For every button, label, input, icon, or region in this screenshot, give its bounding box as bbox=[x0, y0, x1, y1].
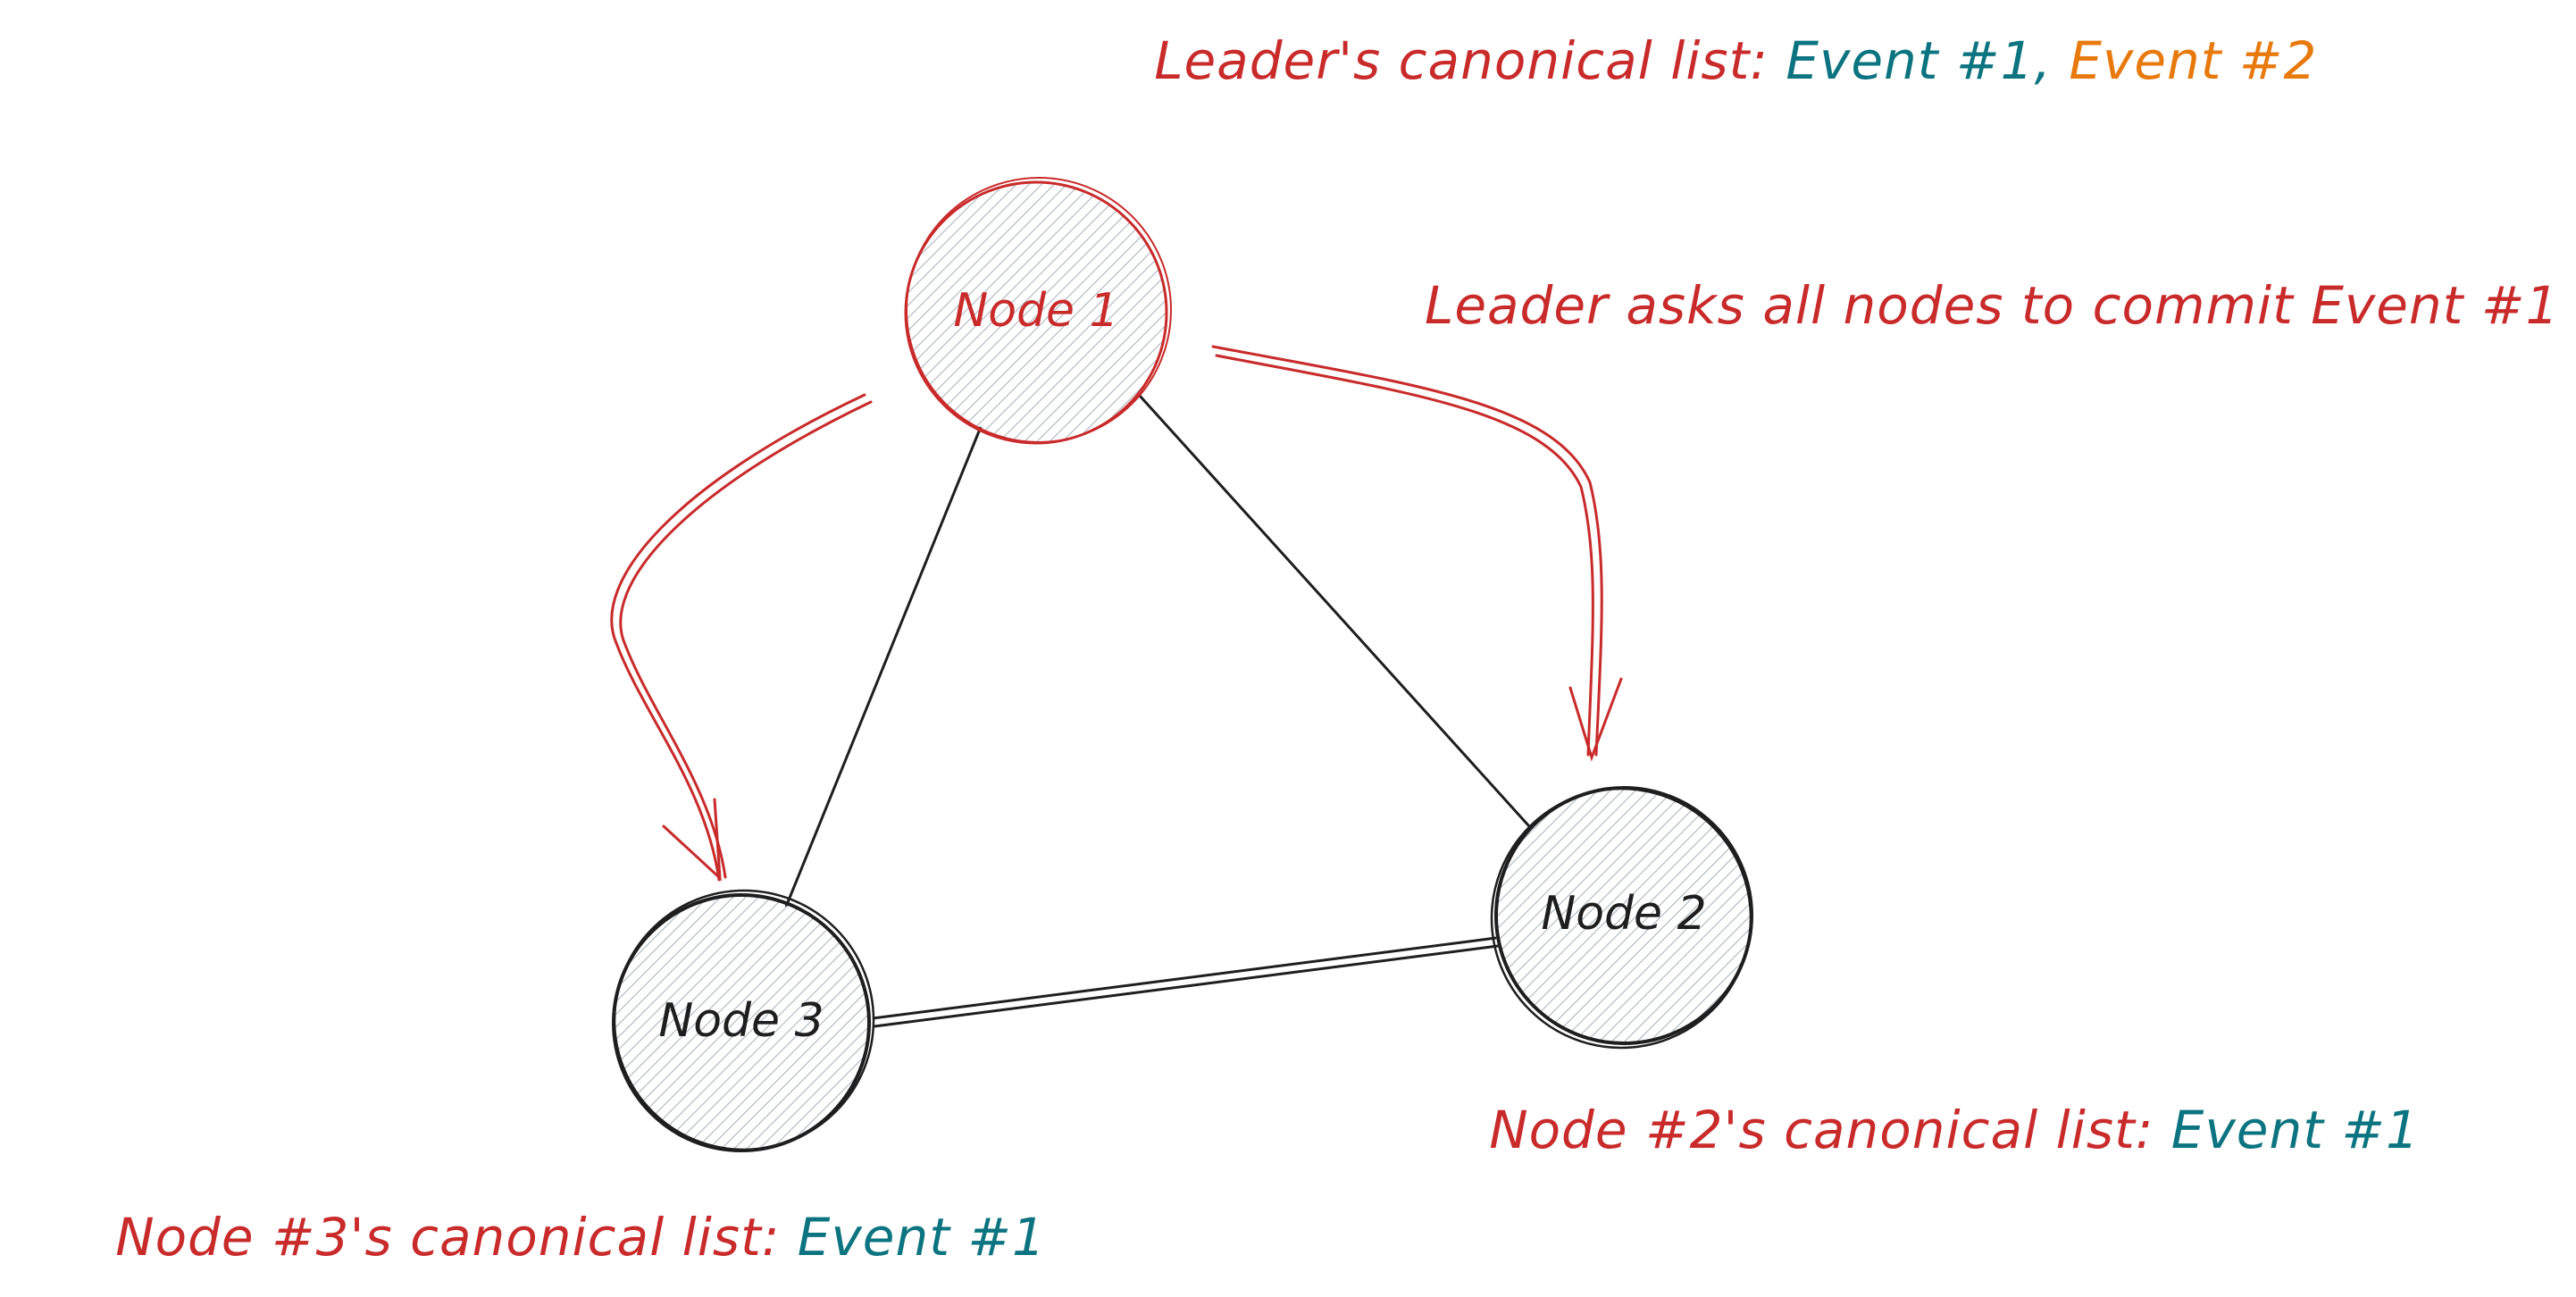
node3-list-event1: Event #1 bbox=[798, 1207, 1046, 1268]
leader-action-caption: Leader asks all nodes to commit Event #1 bbox=[1425, 275, 2559, 336]
node2-list-event1: Event #1 bbox=[2171, 1100, 2420, 1160]
node2-canonical-list-caption: Node #2's canonical list: Event #1 bbox=[1402, 1100, 2471, 1160]
leader-canonical-list-caption: Leader's canonical list: Event #1, Event… bbox=[1067, 30, 2370, 91]
node3-canonical-list-caption: Node #3's canonical list: Event #1 bbox=[29, 1207, 1098, 1268]
node-3: Node 3 bbox=[612, 889, 875, 1152]
node-1: Node 1 bbox=[904, 177, 1172, 445]
leader-list-event1: Event #1 bbox=[1786, 30, 2034, 91]
node-2-label: Node 2 bbox=[1541, 887, 1706, 941]
arrow-leader-to-node2 bbox=[1211, 345, 1623, 762]
leader-list-prefix: Leader's canonical list: bbox=[1154, 30, 1786, 91]
node-2: Node 2 bbox=[1490, 786, 1753, 1050]
edge-node3-node2 bbox=[872, 936, 1499, 1028]
edge-node1-node3 bbox=[784, 426, 983, 908]
node-3-label: Node 3 bbox=[658, 994, 824, 1048]
node2-list-prefix: Node #2's canonical list: bbox=[1489, 1100, 2171, 1160]
edge-node1-node2 bbox=[1138, 394, 1531, 828]
leader-list-event2: Event #2 bbox=[2069, 30, 2317, 91]
node-1-label: Node 1 bbox=[953, 284, 1118, 338]
node3-list-prefix: Node #3's canonical list: bbox=[115, 1207, 798, 1268]
leader-list-separator: , bbox=[2034, 30, 2069, 91]
arrow-leader-to-node3 bbox=[610, 393, 873, 882]
